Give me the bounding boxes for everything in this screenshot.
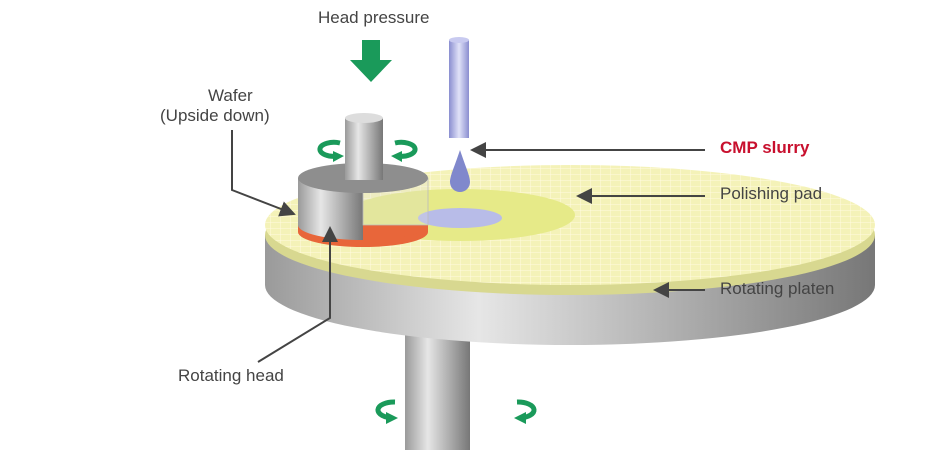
polishing-pad-label: Polishing pad: [720, 184, 823, 203]
wafer-label: Wafer: [208, 86, 253, 105]
rotating-head-leader: [257, 226, 338, 363]
wafer-leader: [231, 130, 296, 217]
rotating-head-label: Rotating head: [178, 366, 284, 385]
slurry-drop: [450, 150, 470, 192]
head-spindle: [345, 118, 383, 180]
head-pressure-label: Head pressure: [318, 8, 430, 27]
cmp-slurry-label: CMP slurry: [720, 138, 810, 157]
platen-shaft: [405, 320, 470, 450]
slurry-nozzle: [449, 40, 469, 138]
slurry-puddle: [418, 208, 502, 228]
rotating-platen-label: Rotating platen: [720, 279, 835, 298]
head-pressure-arrow-icon: [350, 40, 392, 82]
rotating-head: [298, 178, 363, 240]
wafer-note-label: (Upside down): [160, 106, 270, 125]
